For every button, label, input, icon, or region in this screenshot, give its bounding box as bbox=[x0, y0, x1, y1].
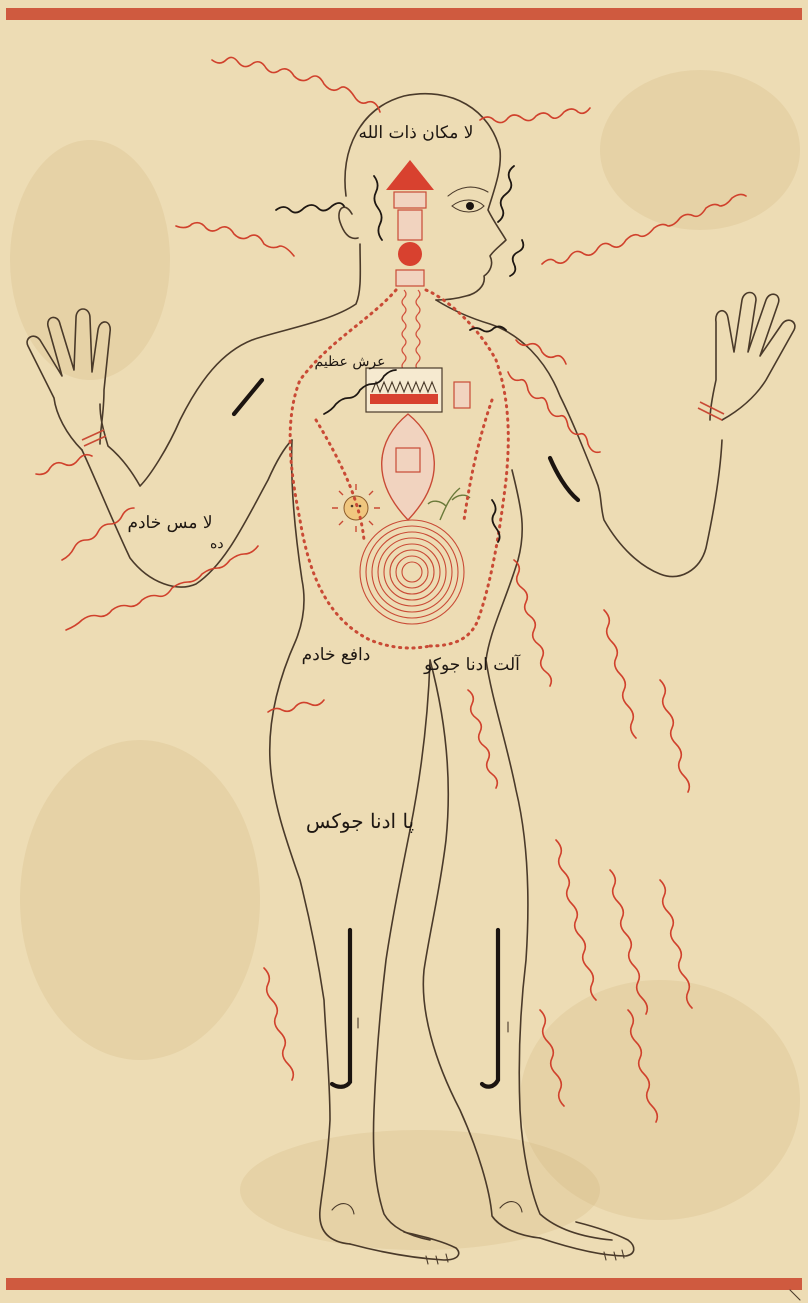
tower-base bbox=[396, 270, 424, 286]
top-border-band bbox=[6, 8, 802, 20]
arm-inscription: لا مس خادم bbox=[127, 513, 212, 533]
bottom-border-band bbox=[6, 1278, 802, 1290]
throne-inscription: عرش عظیم bbox=[315, 354, 386, 370]
number-mark: ده bbox=[210, 536, 224, 552]
throne-box bbox=[366, 368, 442, 412]
eye-pupil bbox=[466, 202, 474, 210]
crown-inscription: لا مکان ذات الله bbox=[358, 123, 473, 143]
small-red-box bbox=[454, 382, 470, 408]
tower-orb bbox=[398, 242, 422, 266]
tower-middle bbox=[398, 210, 422, 240]
throne-base-band bbox=[370, 394, 438, 404]
abdomen-inscription: دافع خادم bbox=[302, 645, 371, 665]
pelvis-inscription: آلت ادنا جوکو bbox=[423, 653, 521, 675]
tower-upper bbox=[394, 192, 426, 208]
thigh-inscription: پا ادنا جوکس bbox=[306, 809, 414, 833]
